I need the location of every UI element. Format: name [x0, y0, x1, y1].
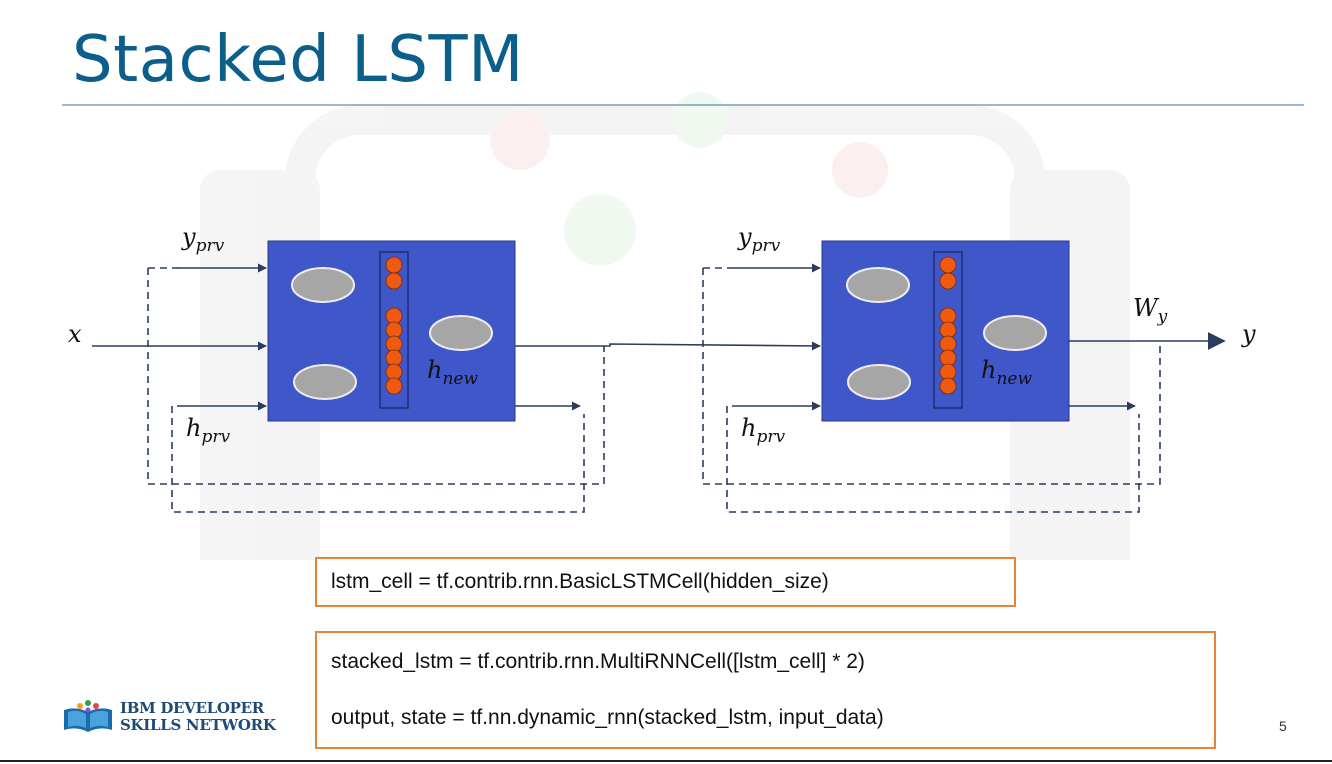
hidden-neurons [939, 256, 957, 395]
bottom-divider [0, 760, 1332, 762]
gate-shape [983, 315, 1047, 351]
h-prev-label-2: hprv [741, 414, 785, 447]
ibm-developer-logo: IBM DEVELOPER SKILLS NETWORK [60, 700, 276, 734]
y-feedback-loop-1 [147, 268, 605, 485]
x-input-label: x [68, 320, 82, 348]
h-feedback-loop-1 [171, 406, 585, 513]
code-line: output, state = tf.nn.dynamic_rnn(stacke… [331, 706, 884, 729]
logo-line-2: SKILLS NETWORK [120, 716, 276, 734]
lstm-cell-1 [267, 240, 516, 422]
gate-shape [293, 364, 357, 400]
code-box-stacked-lstm: stacked_lstm = tf.contrib.rnn.MultiRNNCe… [315, 631, 1216, 749]
code-line: stacked_lstm = tf.contrib.rnn.MultiRNNCe… [331, 650, 865, 673]
gate-shape [291, 267, 355, 303]
lstm-cell-2 [821, 240, 1070, 422]
gate-shape [846, 267, 910, 303]
solid-connections [92, 263, 1226, 411]
book-network-icon [64, 700, 112, 732]
stacked-lstm-diagram: x y Wy yprv hprv hnew yprv hprv hnew [68, 92, 1256, 560]
cell-1-to-cell-2-arrow [515, 341, 821, 351]
slide-title: Stacked LSTM [72, 23, 524, 97]
recurrent-loops [147, 267, 1161, 513]
h-new-label-1: hnew [427, 356, 478, 389]
y-output-label: y [1241, 320, 1256, 348]
hidden-neurons [385, 256, 403, 395]
y-prev-label-1: yprv [181, 223, 225, 256]
weight-label: Wy [1133, 294, 1168, 327]
logo-line-1: IBM DEVELOPER [120, 699, 264, 717]
title-divider [62, 104, 1304, 106]
page-number: 5 [1279, 718, 1287, 734]
y-feedback-loop-2 [702, 268, 1161, 485]
gate-shape [847, 364, 911, 400]
y-prev-label-2: yprv [737, 223, 781, 256]
code-box-lstm-cell: lstm_cell = tf.contrib.rnn.BasicLSTMCell… [315, 557, 1016, 607]
h-new-label-2: hnew [981, 356, 1032, 389]
code-line: lstm_cell = tf.contrib.rnn.BasicLSTMCell… [331, 570, 829, 593]
h-feedback-loop-2 [726, 406, 1140, 513]
h-prev-label-1: hprv [186, 414, 230, 447]
gate-shape [429, 315, 493, 351]
